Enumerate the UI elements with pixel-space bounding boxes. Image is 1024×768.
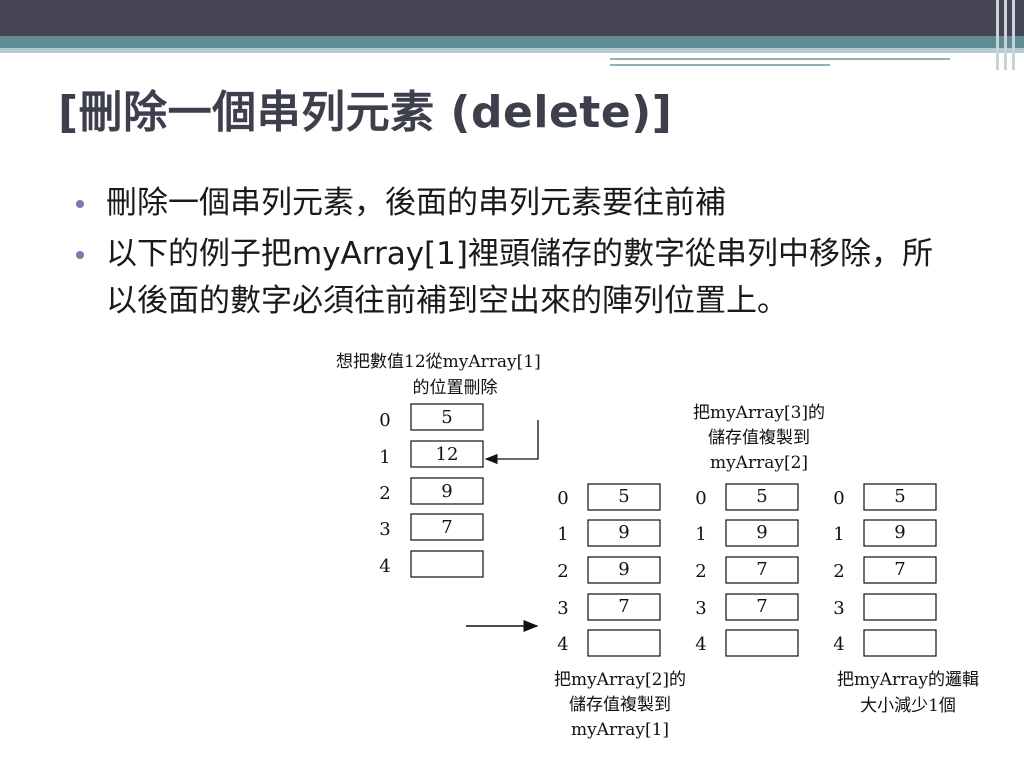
bullet-dot-icon: [76, 200, 84, 208]
index-label: 0: [557, 488, 568, 509]
cell-value: 5: [618, 486, 629, 507]
array-cell: [587, 519, 661, 547]
array-cell: [863, 629, 937, 657]
caption-step2-line3: myArray[2]: [710, 453, 808, 473]
array-cell: [410, 550, 484, 578]
index-label: 2: [379, 483, 390, 504]
cell-value: 7: [756, 559, 767, 580]
caption-step2-line1: 把myArray[3]的: [693, 403, 825, 423]
cell-value: 7: [756, 596, 767, 617]
caption-step3-line2: 大小減少1個: [860, 696, 956, 716]
cell-value: 9: [618, 559, 629, 580]
bullet-text: 以下的例子把myArray[1]裡頭儲存的數字從串列中移除，所以後面的數字必須往…: [106, 236, 933, 319]
array-cell: [725, 556, 799, 584]
index-label: 4: [379, 556, 390, 577]
index-label: 1: [833, 524, 844, 545]
index-label: 0: [833, 488, 844, 509]
caption-top-line1: 想把數值12從myArray[1]: [336, 352, 541, 372]
cell-value: 5: [441, 407, 452, 428]
decorative-line: [610, 64, 830, 66]
array-after-step2: 0 1 2 3 4 5 9 7 7: [695, 483, 799, 657]
decorative-stripe: [996, 0, 999, 70]
array-cell: [725, 593, 799, 621]
index-label: 3: [379, 519, 390, 540]
cell-value: 5: [894, 486, 905, 507]
array-after-step1: 0 1 2 3 4 5 9 9 7: [557, 483, 661, 657]
cell-value: 9: [618, 522, 629, 543]
index-label: 3: [833, 598, 844, 619]
index-label: 2: [695, 561, 706, 582]
index-label: 1: [379, 447, 390, 468]
array-cell: [725, 629, 799, 657]
header-teal-bar: [0, 36, 1024, 48]
bullet-item: 刪除一個串列元素，後面的串列元素要往前補: [76, 180, 956, 227]
index-label: 2: [557, 561, 568, 582]
array-after-step3: 0 1 2 3 4 5 9 7: [833, 483, 937, 657]
caption-step2-line2: 儲存值複製到: [708, 428, 810, 448]
cell-value: 5: [756, 486, 767, 507]
array-cell: [410, 440, 484, 468]
array-cell: [863, 593, 937, 621]
index-label: 0: [695, 488, 706, 509]
caption-step1-line3: myArray[1]: [571, 720, 669, 740]
index-label: 3: [695, 598, 706, 619]
bullet-dot-icon: [76, 251, 84, 259]
cell-value: 9: [441, 481, 452, 502]
array-cell: [410, 513, 484, 541]
array-cell: [587, 593, 661, 621]
array-cell: [863, 556, 937, 584]
index-label: 4: [695, 634, 706, 655]
index-label: 4: [833, 634, 844, 655]
header-light-bar: [0, 48, 1024, 53]
index-label: 1: [557, 524, 568, 545]
array-original: 0 1 2 3 4 5 12 9 7: [379, 403, 484, 578]
slide-title: [刪除一個串列元素 (delete)]: [58, 87, 673, 138]
index-label: 2: [833, 561, 844, 582]
bullet-item: 以下的例子把myArray[1]裡頭儲存的數字從串列中移除，所以後面的數字必須往…: [76, 231, 946, 325]
array-cell: [863, 483, 937, 511]
header-dark-bar: [0, 0, 1024, 36]
array-cell: [863, 519, 937, 547]
index-label: 0: [379, 410, 390, 431]
bullet-text: 刪除一個串列元素，後面的串列元素要往前補: [106, 185, 726, 221]
index-label: 4: [557, 634, 568, 655]
caption-step1-line2: 儲存值複製到: [569, 695, 671, 715]
cell-value: 12: [436, 444, 459, 465]
bullet-list: 刪除一個串列元素，後面的串列元素要往前補 以下的例子把myArray[1]裡頭儲…: [76, 180, 956, 329]
cell-value: 7: [441, 517, 452, 538]
decorative-stripe: [1012, 0, 1015, 70]
cell-value: 7: [618, 596, 629, 617]
index-label: 1: [695, 524, 706, 545]
cell-value: 7: [894, 559, 905, 580]
decorative-stripe: [1004, 0, 1007, 70]
caption-step3-line1: 把myArray的邏輯: [837, 670, 979, 690]
array-cell: [725, 483, 799, 511]
array-cell: [410, 403, 484, 431]
array-cell: [725, 519, 799, 547]
cell-value: 9: [894, 522, 905, 543]
caption-step1-line1: 把myArray[2]的: [554, 670, 686, 690]
index-label: 3: [557, 598, 568, 619]
pointer-arrow-icon: [484, 420, 539, 465]
array-cell: [587, 483, 661, 511]
array-cell: [410, 477, 484, 505]
caption-top-line2: 的位置刪除: [413, 378, 498, 398]
cell-value: 9: [756, 522, 767, 543]
array-cell: [587, 556, 661, 584]
array-cell: [587, 629, 661, 657]
decorative-line: [610, 58, 950, 60]
